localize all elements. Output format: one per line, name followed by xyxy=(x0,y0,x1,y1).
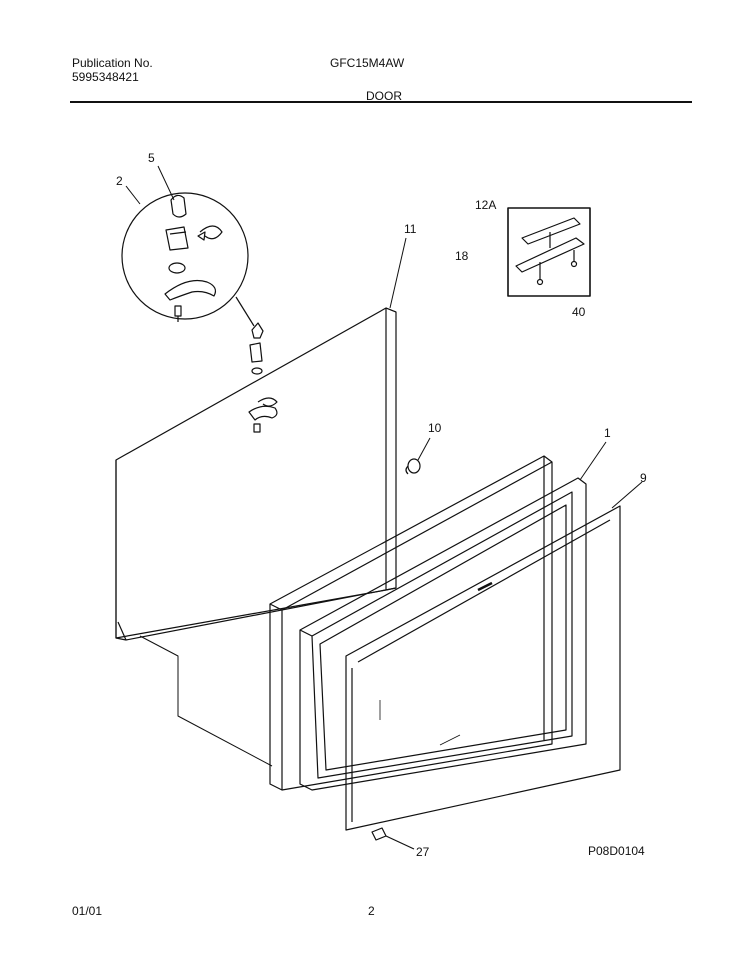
callout-2: 2 xyxy=(116,174,123,188)
handle-assembly xyxy=(248,322,278,433)
plug-part xyxy=(405,458,421,475)
model-number: GFC15M4AW xyxy=(330,56,405,70)
header-rule xyxy=(70,101,692,103)
section-title: DOOR xyxy=(366,89,402,103)
breaker-panel xyxy=(345,505,621,831)
callout-40: 40 xyxy=(572,305,586,319)
callout-27: 27 xyxy=(416,845,430,859)
callout-10: 10 xyxy=(428,421,442,435)
callout-11: 11 xyxy=(404,222,417,236)
callout-9: 9 xyxy=(640,471,647,485)
footer-date: 01/01 xyxy=(72,904,103,918)
outer-door-panel xyxy=(115,307,397,641)
door-gasket xyxy=(299,477,587,791)
handle-detail-circle xyxy=(121,192,249,322)
callout-18: 18 xyxy=(455,249,469,263)
counterbalance-inset-box xyxy=(507,207,591,297)
page-number: 2 xyxy=(368,904,375,918)
diagram-code: P08D0104 xyxy=(588,844,645,858)
publication-number: 5995348421 xyxy=(72,70,139,84)
callout-12a: 12A xyxy=(475,198,496,212)
callout-5: 5 xyxy=(148,151,155,165)
inner-door-liner xyxy=(269,455,553,791)
publication-label: Publication No. xyxy=(72,56,153,70)
callout-1: 1 xyxy=(604,426,611,440)
screw-part xyxy=(371,827,415,850)
